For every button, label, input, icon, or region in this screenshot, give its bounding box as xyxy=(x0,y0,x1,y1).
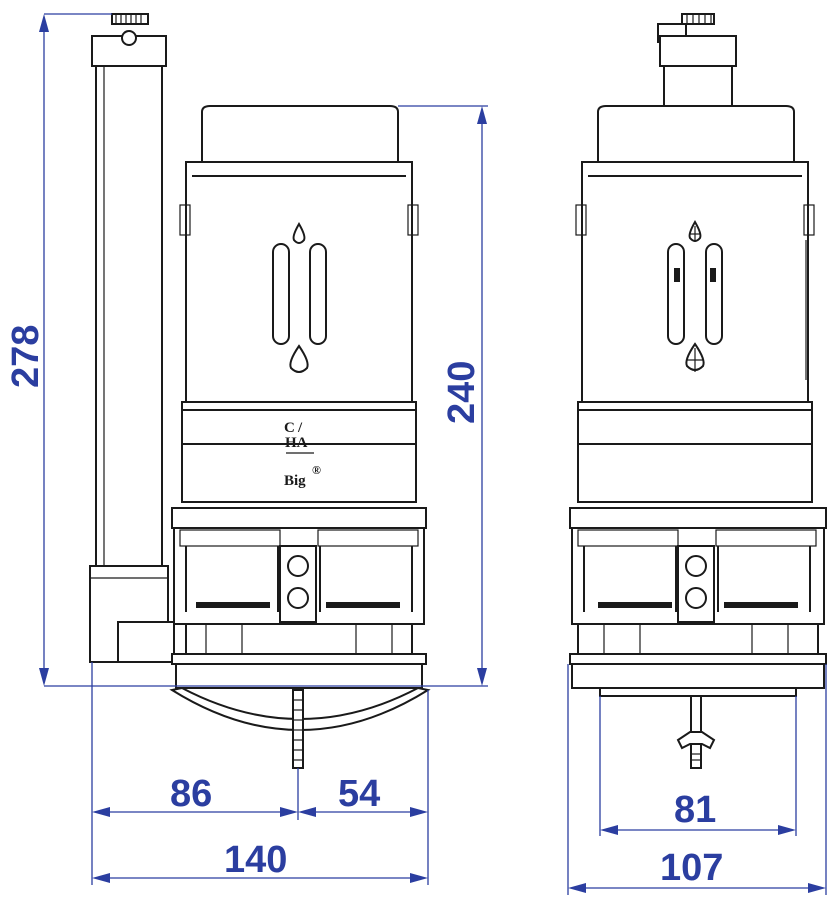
dimension-label-140: 140 xyxy=(224,839,287,881)
front-cage xyxy=(569,507,827,769)
svg-text:HA: HA xyxy=(285,435,308,451)
dimension-label-240: 240 xyxy=(441,361,483,424)
dimension-86-54: 86 54 xyxy=(91,662,429,885)
front-cap xyxy=(657,13,737,109)
model-name: Big xyxy=(284,473,306,489)
water-drop-cross-icon xyxy=(685,342,705,372)
water-drop-icon xyxy=(289,344,309,373)
dimension-label-54: 54 xyxy=(338,773,380,815)
dimension-label-81: 81 xyxy=(674,789,716,831)
dimension-240: 240 xyxy=(170,105,488,687)
registered-mark: ® xyxy=(312,463,321,477)
valve-body: C / HA Big ® xyxy=(179,105,419,503)
front-view xyxy=(569,13,827,769)
svg-text:/: / xyxy=(297,420,303,436)
dimension-label-278: 278 xyxy=(5,325,47,388)
side-view: C / HA Big ® xyxy=(89,13,431,769)
brand-logo: C / HA xyxy=(284,420,314,454)
dimension-label-86: 86 xyxy=(170,773,212,815)
dimension-81: 81 xyxy=(599,696,797,836)
water-drop-cross-icon xyxy=(688,220,702,242)
dimension-label-107: 107 xyxy=(660,847,723,889)
svg-text:C: C xyxy=(284,420,295,436)
dimension-107: 107 xyxy=(567,664,827,895)
dimension-140: 140 xyxy=(92,839,428,883)
valve-cage xyxy=(169,507,431,769)
front-body xyxy=(575,105,815,503)
overflow-tube xyxy=(89,13,175,663)
water-drop-icon xyxy=(292,222,306,244)
dimension-278: 278 xyxy=(5,13,170,687)
